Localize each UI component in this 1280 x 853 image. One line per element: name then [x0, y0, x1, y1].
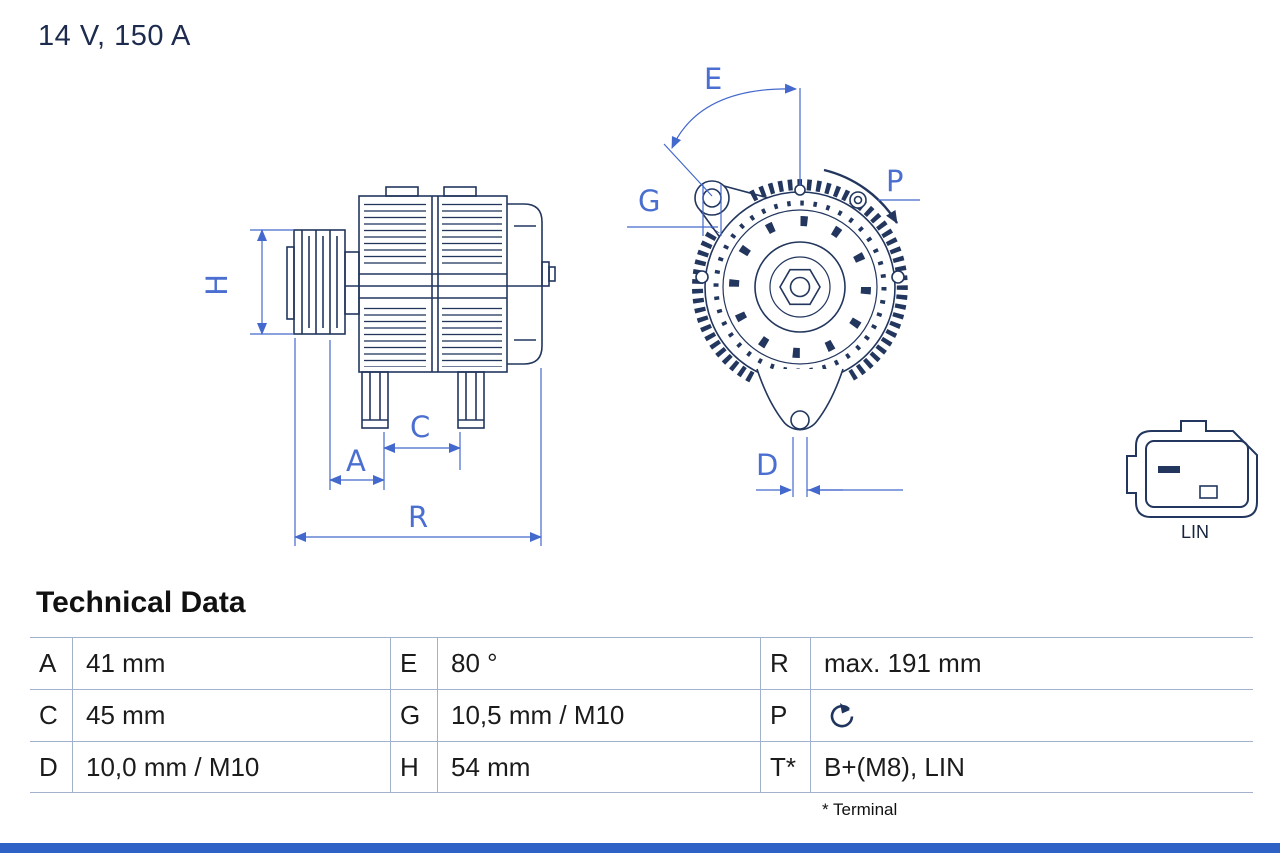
dim-E	[663, 83, 801, 197]
td-value: 54 mm	[437, 741, 760, 793]
dim-label-A: A	[346, 444, 366, 478]
connector-pin-slot	[1199, 485, 1218, 499]
td-value: B+(M8), LIN	[810, 741, 1253, 793]
alternator-side-view	[286, 186, 556, 429]
rotation-arrow	[823, 168, 899, 224]
td-label: H	[390, 741, 437, 793]
rotation-direction-icon	[830, 702, 854, 727]
technical-data-title: Technical Data	[36, 586, 246, 619]
footer-bar	[0, 843, 1280, 853]
technical-data-table: A 41 mm E 80 ° R max. 191 mm C 45 mm G 1…	[30, 637, 1253, 793]
td-value: 45 mm	[72, 689, 390, 741]
td-value: 10,0 mm / M10	[72, 741, 390, 793]
small-ear	[849, 191, 867, 209]
dim-label-H: H	[199, 274, 234, 296]
dim-C	[383, 432, 461, 470]
dim-G	[627, 184, 722, 236]
dim-D	[756, 437, 903, 497]
dim-label-D: D	[756, 448, 779, 482]
td-label: D	[30, 741, 72, 793]
td-value-rotation	[810, 689, 1253, 741]
td-label: G	[390, 689, 437, 741]
td-value: max. 191 mm	[810, 637, 1253, 689]
dim-R	[294, 338, 542, 546]
dim-label-E: E	[704, 62, 723, 96]
dim-label-C: C	[410, 410, 431, 444]
alternator-front-view	[692, 168, 908, 431]
dim-label-G: G	[638, 184, 661, 218]
td-label: C	[30, 689, 72, 741]
alternator-technical-drawing	[250, 83, 1258, 546]
housing	[345, 186, 542, 373]
td-value: 80 °	[437, 637, 760, 689]
top-lug	[794, 184, 806, 196]
front-view-dimensions	[627, 83, 920, 497]
td-label: A	[30, 637, 72, 689]
dim-H	[250, 229, 294, 335]
terminal-footnote: * Terminal	[822, 800, 898, 819]
rating-label: 14 V, 150 A	[38, 20, 191, 52]
bottom-arm	[756, 368, 844, 431]
side-view-dimensions	[250, 229, 542, 546]
right-lug	[891, 270, 905, 284]
dim-A	[329, 340, 385, 490]
td-label: P	[760, 689, 810, 741]
dim-label-R: R	[408, 500, 429, 534]
pulley	[286, 229, 360, 335]
rear-cover	[507, 203, 556, 365]
td-label: E	[390, 637, 437, 689]
td-value: 41 mm	[72, 637, 390, 689]
td-label: T*	[760, 741, 810, 793]
connector-pin-bar	[1158, 466, 1180, 473]
connector-label: LIN	[1180, 522, 1209, 542]
shaft-nut	[779, 268, 821, 306]
left-lug	[695, 270, 709, 284]
dim-label-P: P	[886, 164, 904, 198]
mounting-feet	[361, 371, 485, 429]
connector-drawing	[1126, 420, 1258, 518]
td-label: R	[760, 637, 810, 689]
td-value: 10,5 mm / M10	[437, 689, 760, 741]
